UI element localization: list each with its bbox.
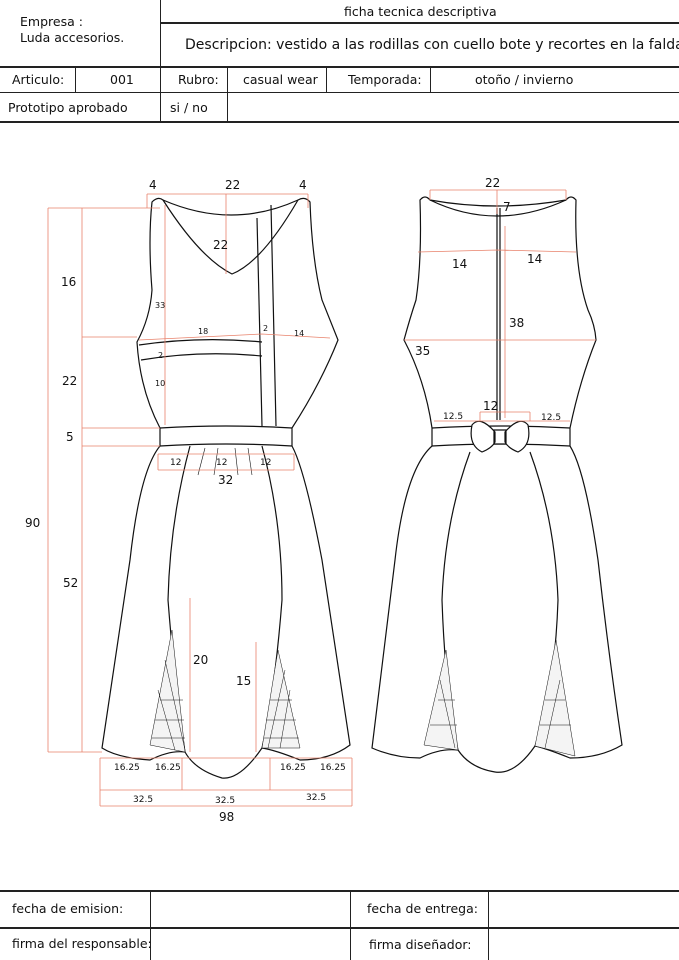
manager-signature-label: firma del responsable:: [12, 936, 152, 951]
bust-band: [138, 339, 263, 361]
measure-label: 22: [485, 176, 500, 190]
season-value: otoño / invierno: [475, 72, 574, 87]
delivery-date-label: fecha de entrega:: [367, 901, 478, 916]
measure-label: 12: [216, 458, 227, 468]
measure-label: 5: [66, 430, 74, 444]
mesh-insert-right: [261, 649, 301, 749]
waistband: [159, 425, 293, 447]
measure-label: 35: [415, 344, 430, 358]
measure-label: 2: [158, 351, 163, 360]
category-label: Rubro:: [178, 72, 219, 87]
front-dress-drawing: [101, 197, 351, 779]
season-label: Temporada:: [348, 72, 422, 87]
front-measure-labels: 4 22 4 22 16 22 5 90 52 33 18 2 14 2 10 …: [25, 178, 346, 824]
measure-label: 14: [294, 329, 304, 338]
divider: [0, 890, 679, 892]
measure-label: 4: [149, 178, 157, 192]
divider: [75, 66, 77, 92]
measure-label: 16.25: [280, 763, 306, 773]
measure-label: 2: [263, 324, 268, 333]
company-name: Luda accesorios.: [20, 30, 125, 45]
measure-label: 16: [61, 275, 76, 289]
zipper: [496, 208, 501, 420]
measure-label: 18: [198, 327, 208, 336]
measure-label: 22: [225, 178, 240, 192]
gathers: [197, 447, 253, 476]
measure-label: 12.5: [541, 413, 561, 423]
back-dress-drawing: [371, 196, 623, 773]
prototype-label: Prototipo aprobado: [8, 100, 128, 115]
measure-label: 12: [260, 458, 271, 468]
measure-label: 16.25: [320, 763, 346, 773]
measure-label: 12: [483, 399, 498, 413]
article-value: 001: [110, 72, 134, 87]
measure-label: 7: [503, 200, 511, 214]
issue-date-label: fecha de emision:: [12, 901, 124, 916]
measure-label: 32.5: [133, 795, 153, 805]
company-label: Empresa :: [20, 14, 83, 29]
divider: [227, 66, 229, 122]
measure-label: 14: [452, 257, 467, 271]
back-neckline: [429, 199, 567, 207]
measure-label: 16.25: [155, 763, 181, 773]
measure-label: 90: [25, 516, 40, 530]
divider: [488, 890, 490, 960]
measure-label: 12.5: [443, 412, 463, 422]
measure-label: 12: [170, 458, 181, 468]
front-panel: [256, 204, 277, 427]
measure-label: 4: [299, 178, 307, 192]
divider: [160, 0, 162, 122]
mesh-insert-left: [149, 629, 186, 753]
measure-label: 98: [219, 810, 234, 824]
front-dress-outline: [101, 197, 351, 779]
divider: [0, 92, 679, 93]
measure-label: 38: [509, 316, 524, 330]
description: Descripcion: vestido a las rodillas con …: [185, 37, 679, 53]
measure-label: 32: [218, 473, 233, 487]
bow-icon: [470, 420, 530, 453]
neckline: [162, 199, 299, 216]
divider: [150, 890, 152, 960]
divider: [160, 22, 679, 24]
measure-label: 14: [527, 252, 542, 266]
measure-label: 32.5: [306, 793, 326, 803]
divider: [350, 890, 352, 960]
measure-label: 15: [236, 674, 251, 688]
prototype-value: si / no: [170, 100, 208, 115]
divider: [430, 66, 432, 92]
sheet-title: ficha tecnica descriptiva: [344, 4, 497, 19]
back-dress-outline: [371, 196, 623, 773]
divider: [0, 121, 679, 123]
measure-label: 33: [155, 301, 165, 310]
measure-label: 20: [193, 653, 208, 667]
measure-label: 16.25: [114, 763, 140, 773]
divider: [0, 927, 679, 929]
category-value: casual wear: [243, 72, 318, 87]
measure-label: 22: [62, 374, 77, 388]
front-measure-lines: [47, 193, 353, 807]
divider: [326, 66, 328, 92]
back-measure-labels: 22 7 14 14 38 35 12.5 12 12.5: [415, 176, 561, 423]
measure-label: 10: [155, 379, 165, 388]
back-mesh-inserts: [423, 639, 576, 757]
back-measure-lines: [404, 189, 596, 422]
designer-signature-label: firma diseñador:: [369, 937, 472, 952]
article-label: Articulo:: [12, 72, 65, 87]
measure-label: 32.5: [215, 796, 235, 806]
divider: [0, 66, 679, 68]
measure-label: 22: [213, 238, 228, 252]
measure-label: 52: [63, 576, 78, 590]
skirt-seams: [167, 445, 283, 753]
